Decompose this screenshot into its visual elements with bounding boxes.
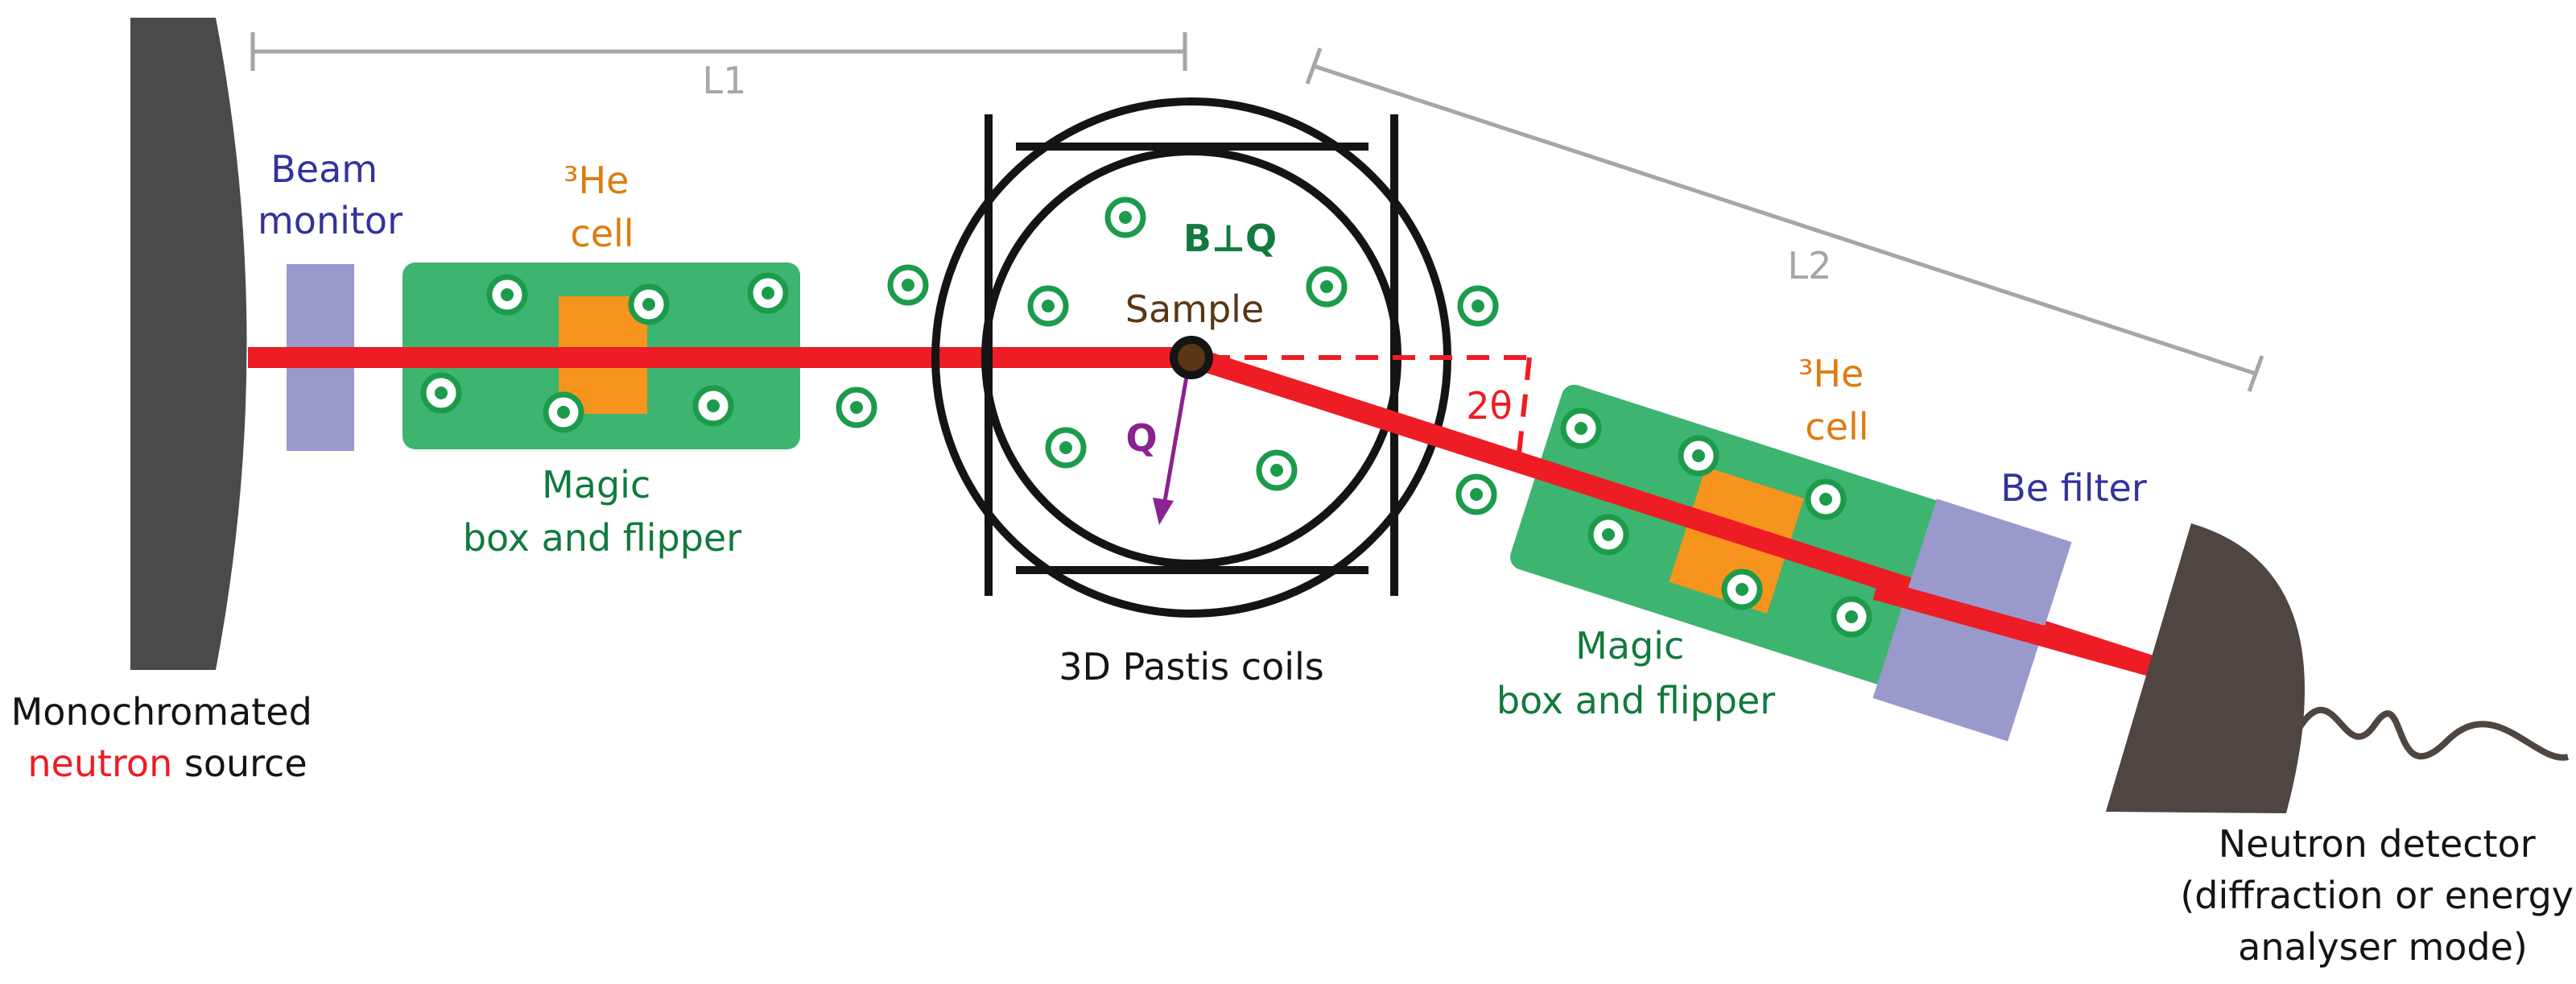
field-out-of-page-icon: [543, 391, 584, 433]
field-out-of-page-icon: [1560, 407, 1602, 449]
field-out-of-page-icon: [420, 372, 462, 414]
field-out-of-page-icon: [836, 387, 877, 428]
field-out-of-page-icon: [1045, 427, 1087, 469]
field-out-of-page-icon: [692, 385, 734, 427]
detector-label: Neutron detector (diffraction or energy …: [2180, 822, 2576, 969]
field-symbols: [420, 196, 1872, 638]
detector-cable: [2289, 706, 2569, 761]
he-cell-right-label: ³He cell: [1798, 352, 1876, 449]
l2-dimension: L2: [1305, 48, 2264, 392]
source-label: Monochromated neutron source: [11, 690, 324, 785]
field-out-of-page-icon: [1831, 596, 1872, 638]
l2-label: L2: [1788, 244, 1832, 287]
b-perp-q-label: B⊥Q: [1183, 217, 1277, 260]
two-theta-marker: [1208, 355, 1532, 461]
magic-box-left-label: Magic box and flipper: [463, 463, 741, 560]
magic-box-right-label: Magic box and flipper: [1496, 624, 1775, 722]
two-theta-label: 2θ: [1466, 384, 1512, 428]
beam-segment-filter: [1872, 579, 2162, 679]
q-vector: [1153, 366, 1191, 525]
field-out-of-page-icon: [1457, 285, 1499, 327]
field-out-of-page-icon: [1455, 473, 1497, 515]
monochromator-source: [130, 18, 247, 670]
field-out-of-page-icon: [1721, 568, 1763, 610]
field-out-of-page-icon: [1587, 514, 1629, 556]
beam-monitor-label: Beam monitor: [258, 147, 402, 242]
l1-label: L1: [703, 59, 747, 102]
l1-dimension: L1: [250, 32, 1187, 102]
field-out-of-page-icon: [1306, 266, 1348, 308]
neutron-detector: [2106, 523, 2569, 813]
sample: [1170, 336, 1213, 379]
field-out-of-page-icon: [1256, 449, 1298, 491]
field-out-of-page-icon: [486, 274, 528, 316]
field-out-of-page-icon: [1805, 478, 1847, 520]
he-cell-left-label: ³He cell: [564, 159, 641, 255]
field-out-of-page-icon: [747, 272, 789, 314]
field-out-of-page-icon: [1027, 285, 1069, 327]
field-out-of-page-icon: [1104, 196, 1146, 238]
field-out-of-page-icon: [1678, 435, 1719, 477]
field-out-of-page-icon: [887, 264, 929, 306]
sample-label: Sample: [1125, 287, 1264, 331]
be-filter-label: Be filter: [2000, 466, 2147, 510]
field-out-of-page-icon: [628, 283, 670, 325]
q-label: Q: [1125, 416, 1157, 460]
pastis-coils-label: 3D Pastis coils: [1059, 645, 1324, 688]
